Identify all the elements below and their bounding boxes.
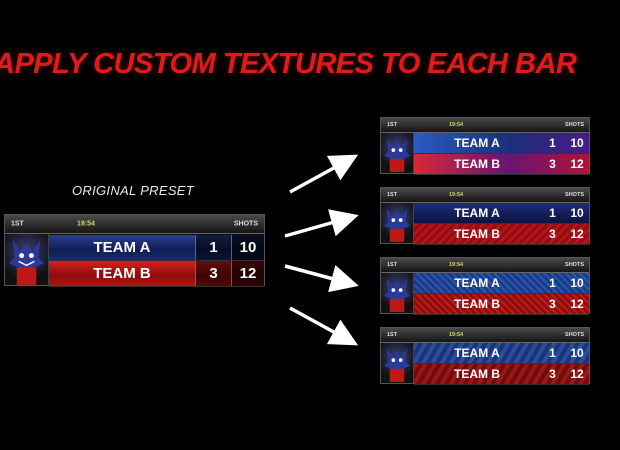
team-shots: 10 (231, 235, 264, 260)
team-shots: 12 (570, 297, 584, 311)
team-name: TEAM B (454, 367, 500, 381)
arrow-icon (284, 264, 359, 293)
team-score: 3 (549, 297, 556, 311)
team-score: 1 (549, 346, 556, 360)
scoreboard-texture-variant-4: 1ST 19:54 SHOTS TEAM A 1 10 TEAM B 3 12 (380, 327, 590, 385)
shots-label: SHOTS (233, 220, 258, 228)
game-clock: 19:54 (77, 220, 95, 228)
team-name: TEAM A (454, 136, 500, 150)
scoreboard-header: 1ST 19:54 SHOTS (381, 118, 589, 133)
team-name: TEAM A (454, 276, 500, 290)
shots-label: SHOTS (565, 122, 584, 128)
period-label: 1ST (387, 262, 398, 268)
scoreboard-header: 1ST 19:54 SHOTS (5, 215, 264, 234)
team-shots: 12 (570, 367, 584, 381)
team-shots: 10 (570, 136, 584, 150)
shots-label: SHOTS (565, 192, 584, 198)
period-label: 1ST (387, 122, 398, 128)
team-score: 1 (549, 276, 556, 290)
scoreboard-header: 1ST 19:54 SHOTS (381, 258, 589, 273)
team-a-row: TEAM A 1 10 (414, 133, 589, 154)
team-name: TEAM B (93, 265, 151, 282)
team-score: 1 (195, 235, 231, 260)
team-score: 1 (549, 136, 556, 150)
team-name: TEAM A (454, 206, 500, 220)
team-mascot-logo-icon (381, 203, 414, 243)
game-clock: 19:54 (449, 262, 464, 268)
period-label: 1ST (11, 220, 24, 228)
team-mascot-logo-icon (381, 133, 414, 173)
game-clock: 19:54 (449, 192, 464, 198)
team-shots: 12 (231, 261, 264, 286)
scoreboard-header: 1ST 19:54 SHOTS (381, 328, 589, 343)
team-b-row: TEAM B 3 12 (414, 364, 589, 385)
period-label: 1ST (387, 192, 398, 198)
team-shots: 10 (570, 346, 584, 360)
arrow-icon (284, 209, 359, 238)
team-shots: 10 (570, 276, 584, 290)
headline: APPLY CUSTOM TEXTURES TO EACH BAR (0, 48, 577, 80)
period-label: 1ST (387, 332, 398, 338)
team-mascot-logo-icon (381, 343, 414, 383)
team-score: 3 (549, 157, 556, 171)
shots-label: SHOTS (565, 332, 584, 338)
shots-label: SHOTS (565, 262, 584, 268)
arrow-icon (289, 154, 359, 194)
team-shots: 12 (570, 227, 584, 241)
team-name: TEAM B (454, 227, 500, 241)
team-mascot-logo-icon (381, 273, 414, 313)
scoreboard-header: 1ST 19:54 SHOTS (381, 188, 589, 203)
team-a-row: TEAM A 1 10 (414, 203, 589, 224)
team-a-row: TEAM A 1 10 (414, 273, 589, 294)
scoreboard-texture-variant-1: 1ST 19:54 SHOTS TEAM A 1 10 TEAM B 3 12 (380, 117, 590, 175)
team-mascot-logo-icon (5, 234, 49, 285)
team-shots: 10 (570, 206, 584, 220)
scoreboard-original-preset: 1ST 19:54 SHOTS TEAM A 1 10 TEAM B 3 12 (4, 214, 265, 287)
game-clock: 19:54 (449, 122, 464, 128)
team-score: 3 (549, 227, 556, 241)
team-name: TEAM B (454, 157, 500, 171)
team-score: 3 (549, 367, 556, 381)
team-score: 3 (195, 261, 231, 286)
arrow-icon (289, 306, 359, 346)
team-a-row: TEAM A 1 10 (49, 235, 264, 261)
team-b-row: TEAM B 3 12 (49, 261, 264, 287)
team-b-row: TEAM B 3 12 (414, 224, 589, 245)
original-preset-label: ORIGINAL PRESET (72, 183, 195, 198)
team-b-row: TEAM B 3 12 (414, 294, 589, 315)
scoreboard-texture-variant-3: 1ST 19:54 SHOTS TEAM A 1 10 TEAM B 3 12 (380, 257, 590, 315)
team-name: TEAM A (93, 239, 151, 256)
team-name: TEAM B (454, 297, 500, 311)
team-score: 1 (549, 206, 556, 220)
team-a-row: TEAM A 1 10 (414, 343, 589, 364)
team-shots: 12 (570, 157, 584, 171)
team-name: TEAM A (454, 346, 500, 360)
game-clock: 19:54 (449, 332, 464, 338)
scoreboard-texture-variant-2: 1ST 19:54 SHOTS TEAM A 1 10 TEAM B 3 12 (380, 187, 590, 245)
team-b-row: TEAM B 3 12 (414, 154, 589, 175)
